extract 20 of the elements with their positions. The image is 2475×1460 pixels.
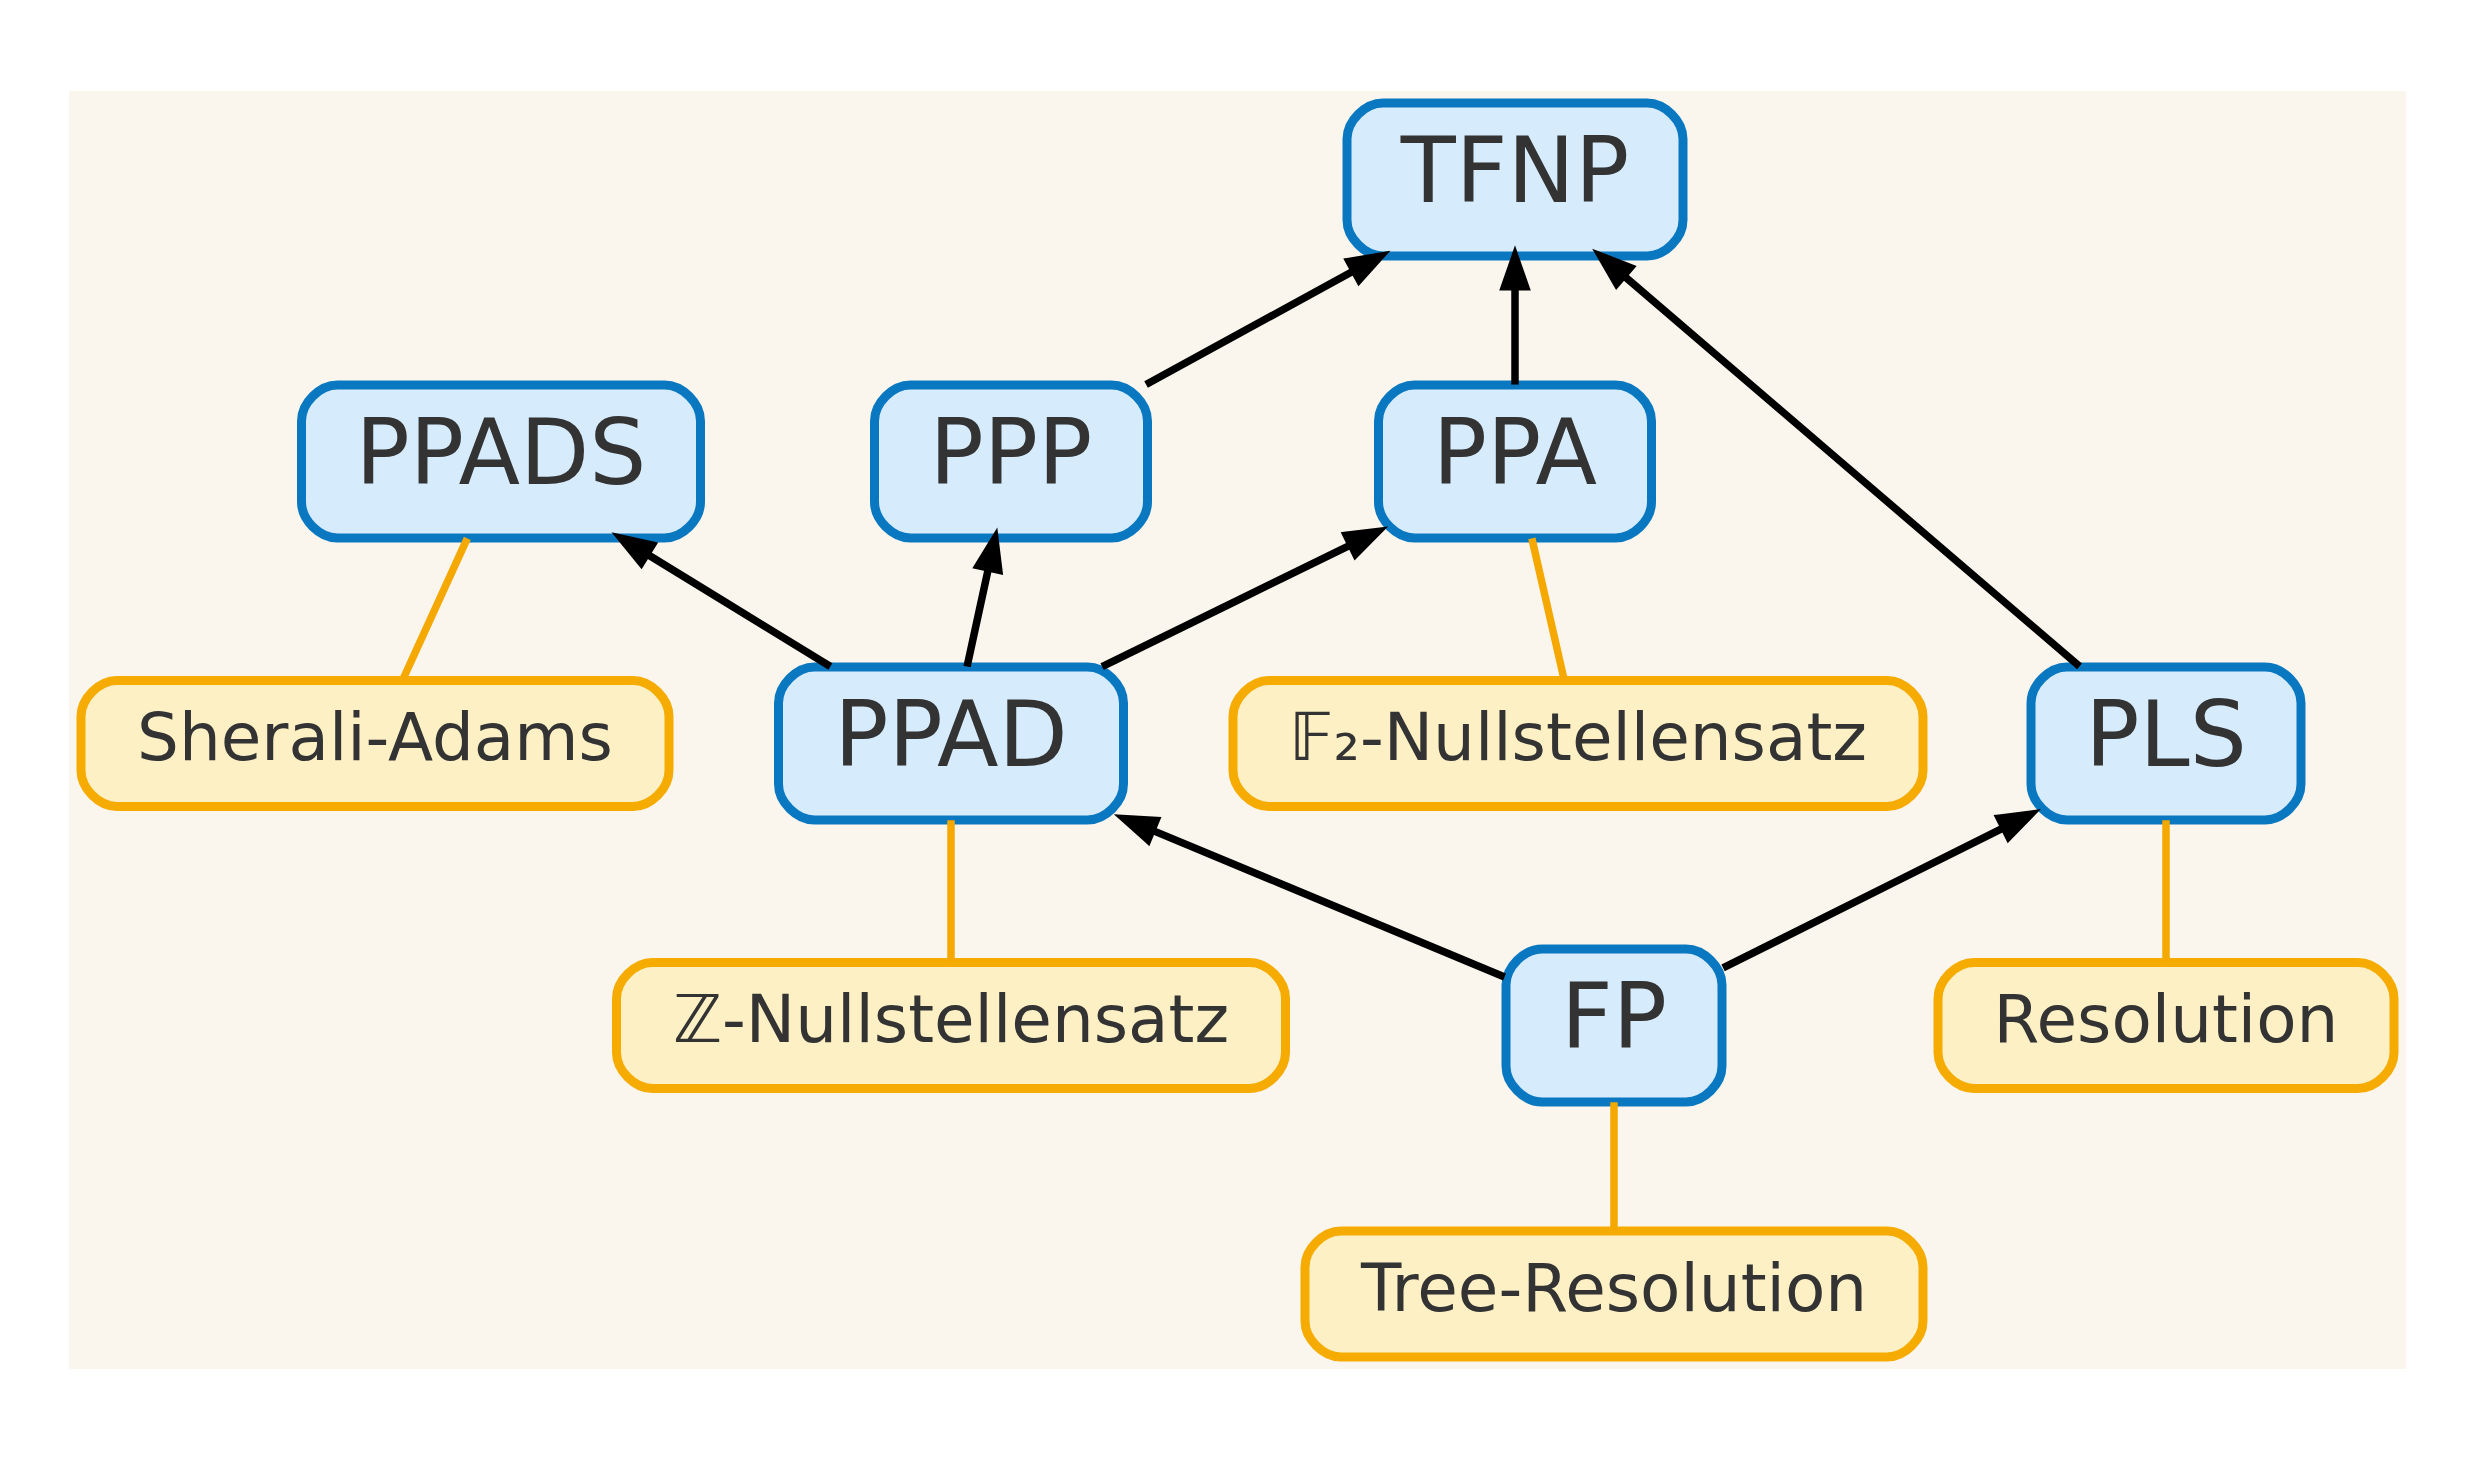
node-box: PPA bbox=[1374, 380, 1656, 543]
node-box: Tree-Resolution bbox=[1300, 1226, 1928, 1362]
arrow bbox=[1721, 809, 2041, 972]
arrow bbox=[1100, 526, 1389, 670]
node-box: TFNP bbox=[1342, 98, 1688, 261]
node-box: 𝔽₂-Nullstellensatz bbox=[1228, 676, 1928, 811]
arrow bbox=[1592, 248, 2082, 670]
arrow bbox=[1113, 814, 1506, 981]
node-box: PPP bbox=[870, 380, 1152, 543]
node-box: FP bbox=[1501, 944, 1727, 1107]
node-box: ℤ-Nullstellensatz bbox=[612, 958, 1290, 1093]
arrow bbox=[1499, 245, 1531, 385]
arrow bbox=[963, 527, 1004, 668]
node-box: PPADS bbox=[297, 380, 705, 543]
node-box: Sherali-Adams bbox=[76, 676, 674, 811]
node-box: PLS bbox=[2026, 662, 2306, 825]
node-box: Resolution bbox=[1933, 958, 2399, 1093]
node-box: PPAD bbox=[774, 662, 1128, 825]
arrow bbox=[611, 532, 833, 670]
arrow bbox=[1144, 250, 1391, 388]
